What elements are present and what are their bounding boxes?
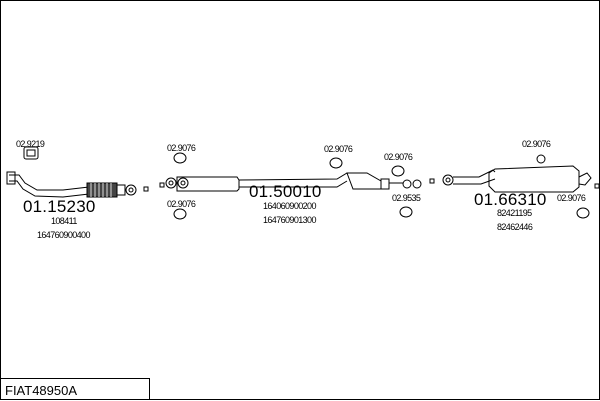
hanger-part-number: 02.9076 (557, 193, 586, 203)
assembly-code-box: FIAT48950A (1, 378, 150, 400)
front-pipe-ref-2: 164760900400 (37, 230, 90, 240)
assembly-code: FIAT48950A (5, 383, 78, 398)
front-mount-drawing (23, 146, 39, 160)
middle-silencer-drawing (159, 172, 422, 192)
rear-silencer-drawing (429, 154, 600, 193)
front-pipe-part-number: 01.15230 (23, 197, 96, 216)
hanger-part-number: 02.9076 (384, 152, 413, 162)
hanger-part-number: 02.9076 (324, 144, 353, 154)
hanger-rings (173, 152, 590, 220)
middle-silencer-ref-2: 164760901300 (263, 215, 316, 225)
hanger-part-number: 02.9076 (522, 139, 551, 149)
gasket-part-number: 02.9535 (392, 193, 421, 203)
front-mount-part-number: 02.9219 (16, 139, 45, 149)
front-pipe-drawing (6, 171, 149, 198)
hanger-part-number: 02.9076 (167, 143, 196, 153)
rear-silencer-part-number: 01.66310 (474, 190, 547, 209)
middle-silencer-ref-1: 164060900200 (263, 201, 316, 211)
rear-silencer-ref-1: 82421195 (497, 208, 532, 218)
hanger-part-number: 02.9076 (167, 199, 196, 209)
rear-silencer-ref-2: 82462446 (497, 222, 533, 232)
front-pipe-ref-1: 108411 (51, 216, 77, 226)
middle-silencer-part-number: 01.50010 (249, 182, 322, 201)
